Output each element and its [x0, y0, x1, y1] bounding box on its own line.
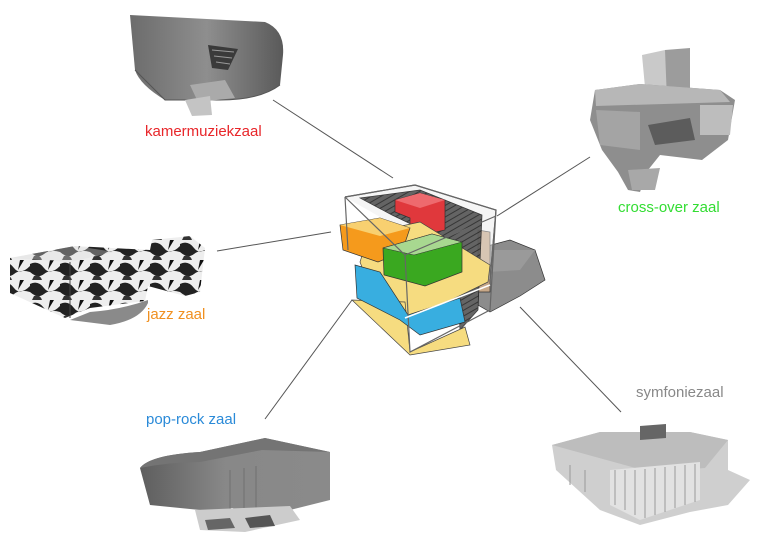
jazz-zaal-model — [10, 236, 205, 325]
center-building-model — [339, 184, 546, 356]
connector-cross-over — [496, 156, 591, 217]
symfoniezaal-model — [552, 424, 750, 525]
label-pop-rock-zaal: pop-rock zaal — [146, 411, 237, 428]
connector-kamermuziekzaal — [272, 99, 394, 179]
cross-over-model — [590, 48, 735, 192]
label-kamermuziekzaal: kamermuziekzaal — [145, 123, 262, 140]
connector-jazz — [216, 231, 332, 252]
label-jazz-zaal: jazz zaal — [147, 306, 206, 323]
blue-volume — [354, 264, 466, 336]
label-cross-over-zaal: cross-over zaal — [618, 199, 720, 216]
label-symfoniezaal: symfoniezaal — [636, 384, 724, 401]
kamermuziekzaal-model — [130, 15, 284, 116]
connector-pop-rock — [264, 299, 353, 420]
connector-lines — [216, 99, 622, 420]
pop-rock-model — [140, 438, 330, 532]
connector-symfonie — [519, 306, 622, 413]
